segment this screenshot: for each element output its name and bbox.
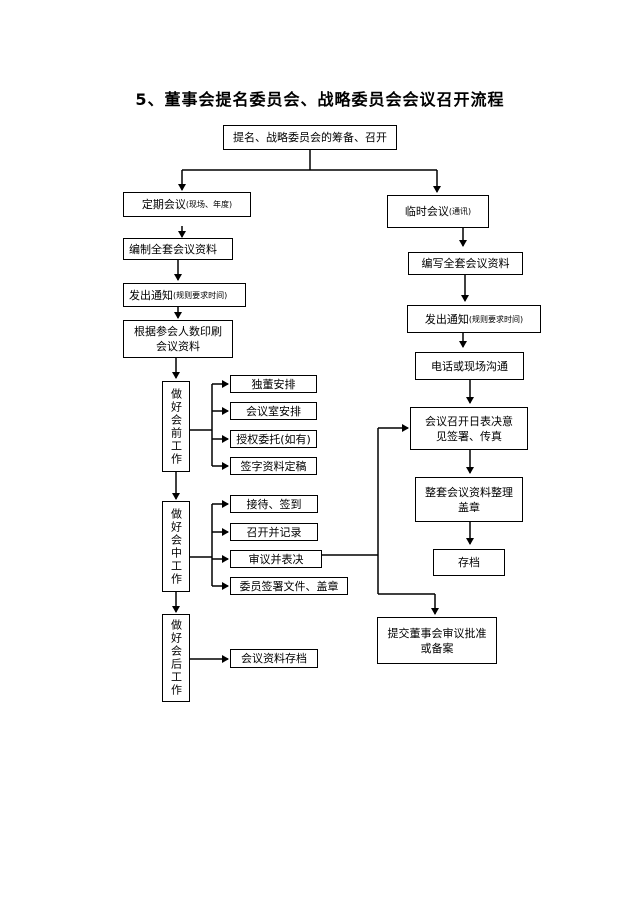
submit-board-box: 提交董事会审议批准 或备案 [377, 617, 497, 664]
in-item-0-label: 接待、签到 [246, 497, 302, 511]
pre-item-0: 独董安排 [230, 375, 317, 393]
in-item-1-label: 召开并记录 [246, 525, 302, 539]
regular-meeting-box: 定期会议(现场、年度) [123, 192, 251, 217]
organize-materials-line2: 盖章 [458, 500, 480, 514]
in-item-2: 审议并表决 [230, 550, 322, 568]
pre-item-1: 会议室安排 [230, 402, 317, 420]
pre-item-2-label: 授权委托(如有) [236, 432, 311, 446]
submit-board-line1: 提交董事会审议批准 [387, 626, 487, 640]
organize-materials-line1: 整套会议资料整理 [425, 485, 513, 499]
archive-box: 存档 [433, 549, 505, 576]
post-item-0-label: 会议资料存档 [241, 652, 307, 665]
in-item-3-label: 委员签署文件、盖章 [239, 579, 339, 593]
submit-board-line2: 或备案 [420, 641, 454, 655]
print-materials-line1: 根据参会人数印刷 [134, 325, 222, 338]
regular-meeting-label: 定期会议 [141, 198, 186, 211]
pre-item-3-label: 签字资料定稿 [240, 459, 307, 473]
resolution-opinion-line1: 会议召开日表决意 [425, 414, 513, 428]
phone-communication-label: 电话或现场沟通 [431, 359, 508, 373]
in-item-1: 召开并记录 [230, 523, 318, 541]
left-send-notice-box: 发出通知(规则要求时间) [123, 283, 246, 307]
top-box-label: 提名、战略委员会的筹备、召开 [233, 131, 387, 144]
pre-item-1-label: 会议室安排 [246, 404, 301, 418]
post-item-0: 会议资料存档 [230, 649, 318, 668]
temp-meeting-note: (通讯) [448, 207, 472, 216]
print-materials-line2: 会议资料 [156, 340, 200, 353]
post-meeting-label: 做好会后工作 [169, 619, 183, 697]
archive-label: 存档 [458, 556, 480, 569]
in-item-2-label: 审议并表决 [248, 552, 304, 566]
pre-item-2: 授权委托(如有) [230, 430, 317, 448]
right-send-notice-label: 发出通知 [424, 312, 469, 326]
pre-meeting-label: 做好会前工作 [169, 387, 183, 466]
in-item-3: 委员签署文件、盖章 [230, 577, 348, 595]
write-materials-label: 编写全套会议资料 [421, 257, 510, 270]
regular-meeting-note: (现场、年度) [185, 200, 233, 209]
phone-communication-box: 电话或现场沟通 [415, 352, 524, 380]
page-title: 5、董事会提名委员会、战略委员会会议召开流程 [135, 90, 505, 109]
right-send-notice-note: (规则要求时间) [468, 314, 524, 324]
temp-meeting-box: 临时会议(通讯) [387, 195, 489, 228]
temp-meeting-label: 临时会议 [404, 205, 449, 218]
post-meeting-box: 做好会后工作 [162, 614, 190, 702]
compile-materials-box: 编制全套会议资料 [123, 238, 233, 260]
compile-materials-label: 编制全套会议资料 [129, 242, 217, 256]
pre-meeting-box: 做好会前工作 [162, 381, 190, 472]
right-send-notice-box: 发出通知(规则要求时间) [407, 305, 541, 333]
pre-item-0-label: 独董安排 [251, 377, 296, 391]
pre-item-3: 签字资料定稿 [230, 457, 317, 475]
organize-materials-box: 整套会议资料整理 盖章 [415, 477, 523, 522]
left-send-notice-label: 发出通知 [129, 288, 173, 302]
in-meeting-label: 做好会中工作 [169, 507, 183, 586]
in-meeting-box: 做好会中工作 [162, 501, 190, 592]
top-box-prep-convene: 提名、战略委员会的筹备、召开 [223, 125, 397, 150]
left-send-notice-note: (规则要求时间) [173, 290, 228, 300]
print-materials-box: 根据参会人数印刷 会议资料 [123, 320, 233, 358]
write-materials-box: 编写全套会议资料 [408, 252, 523, 275]
resolution-opinion-box: 会议召开日表决意 见签署、传真 [410, 407, 528, 450]
resolution-opinion-line2: 见签署、传真 [436, 429, 502, 443]
in-item-0: 接待、签到 [230, 495, 318, 513]
